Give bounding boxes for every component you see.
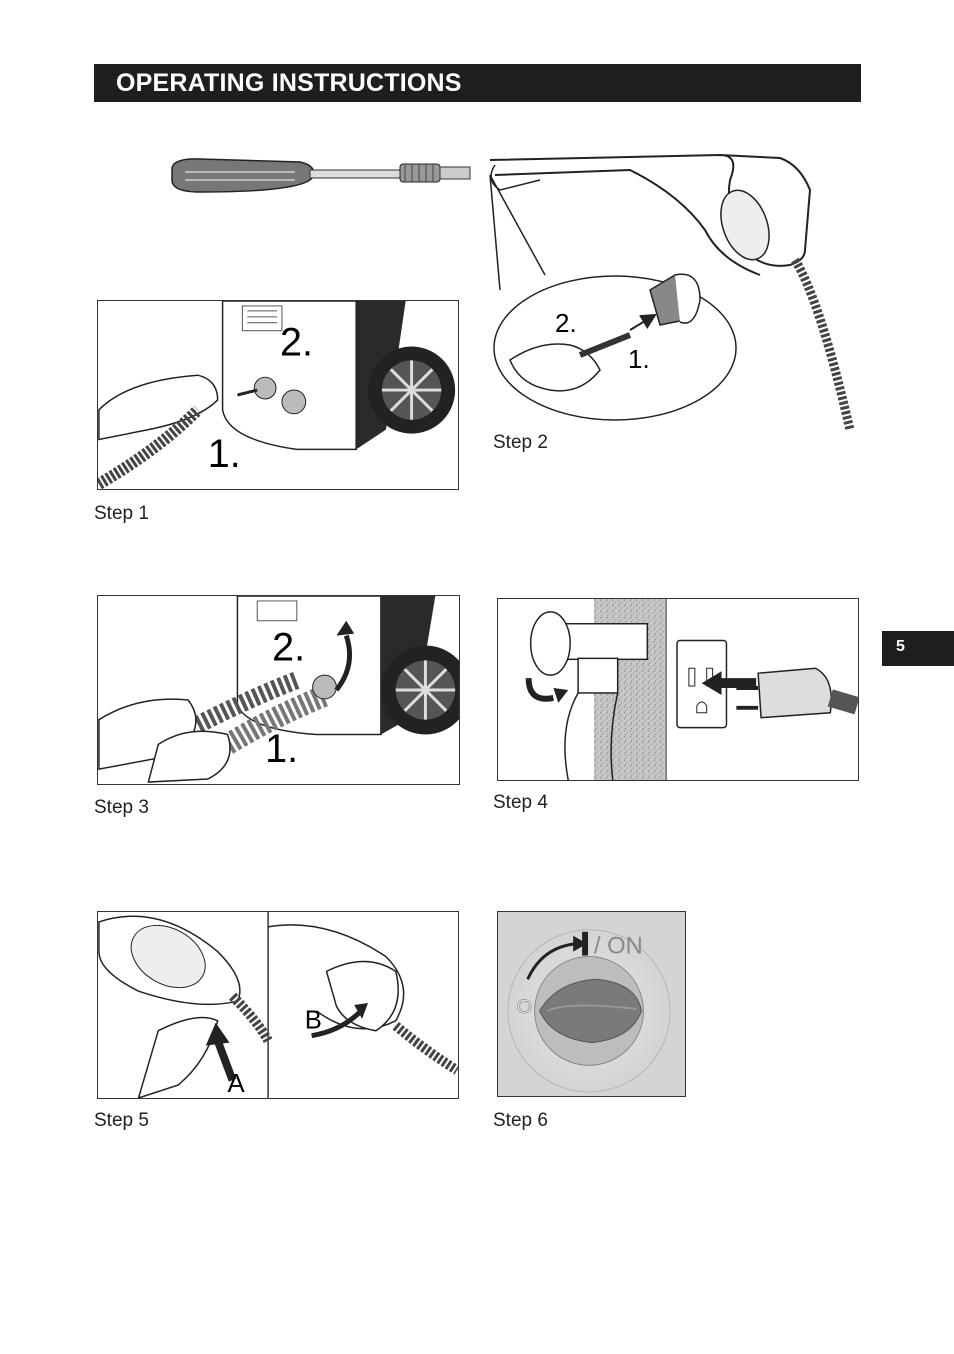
step3-callout-1: 1.	[265, 727, 298, 771]
step5-right-panel: B	[267, 924, 458, 1075]
step1-callout-1: 1.	[208, 432, 241, 476]
step5-callout-b: B	[305, 1007, 322, 1035]
water-faucet	[525, 611, 649, 780]
page-number: 5	[896, 638, 905, 655]
step6-caption: Step 6	[493, 1110, 548, 1131]
step4-figure	[497, 598, 859, 781]
step2-caption: Step 2	[493, 432, 548, 453]
power-plug	[736, 667, 858, 719]
step5-left-panel: A	[98, 915, 273, 1098]
step3-figure: 2. 1.	[97, 595, 460, 785]
section-title: OPERATING INSTRUCTIONS	[116, 69, 462, 97]
step6-off-label: O	[517, 996, 532, 1018]
step2-callout-2: 2.	[555, 308, 577, 338]
step5-caption: Step 5	[94, 1110, 149, 1131]
spray-gun	[489, 153, 855, 432]
section-header-bar: OPERATING INSTRUCTIONS	[94, 64, 861, 102]
step1-caption: Step 1	[94, 503, 149, 524]
step4-caption: Step 4	[493, 792, 548, 813]
step5-callout-a: A	[228, 1070, 246, 1098]
spray-wand	[171, 158, 471, 193]
step2-callout-1: 1.	[628, 344, 650, 374]
step1-callout-2: 2.	[280, 320, 313, 364]
step6-on-label: / ON	[594, 934, 643, 960]
step6-figure: / ON O	[497, 911, 686, 1097]
step3-callout-2: 2.	[272, 625, 305, 669]
step1-figure: 2. 1.	[97, 300, 459, 490]
step3-caption: Step 3	[94, 797, 149, 818]
step2-detail-callout: 2. 1.	[489, 174, 737, 421]
page-number-tab: 5	[882, 631, 954, 666]
step5-figure: A B	[97, 911, 459, 1099]
wall-outlet	[676, 639, 757, 729]
